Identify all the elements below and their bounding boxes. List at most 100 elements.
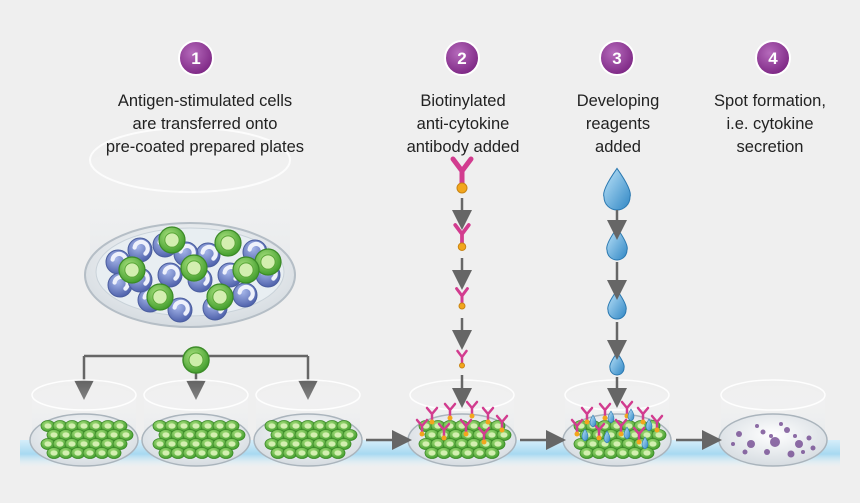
- plate-antibody: [614, 418, 628, 437]
- plate-antibody: [632, 426, 646, 445]
- plate-cell: [318, 447, 334, 459]
- plate-droplet: [641, 436, 649, 450]
- plate-antibody: [425, 406, 439, 425]
- green-cell: [158, 226, 186, 254]
- cytokine-spot: [747, 440, 755, 448]
- droplet-4: [609, 351, 625, 376]
- plate-cell: [76, 438, 92, 450]
- blue-cell: [167, 297, 193, 323]
- cytokine-spot: [801, 450, 805, 454]
- step-number: 2: [457, 49, 466, 68]
- plate-cell: [100, 420, 116, 432]
- plate-cell: [424, 429, 440, 441]
- cytokine-spot: [742, 449, 748, 455]
- plate-cell: [306, 429, 322, 441]
- plate-cell: [282, 447, 298, 459]
- plate-cell: [164, 438, 180, 450]
- plate-cell: [88, 420, 104, 432]
- plate-cell: [224, 420, 240, 432]
- step-badge-3: 3: [599, 40, 635, 76]
- plate-antibody: [580, 406, 594, 425]
- plate-cell: [639, 447, 655, 459]
- droplet-2: [606, 227, 628, 261]
- blue-cell: [157, 262, 183, 288]
- plate-cell: [188, 420, 204, 432]
- plate-cell: [448, 429, 464, 441]
- plate-cell: [484, 447, 500, 459]
- plate-cell: [496, 429, 512, 441]
- plate-cell: [430, 438, 446, 450]
- plate-cell: [330, 429, 346, 441]
- plate-antibody: [415, 418, 429, 437]
- plate-cell: [615, 447, 631, 459]
- plate-cell: [170, 429, 186, 441]
- plate-cell: [484, 429, 500, 441]
- plate-3: [253, 379, 363, 467]
- plate-cell: [336, 420, 352, 432]
- cytokine-spot: [810, 445, 816, 451]
- plate-cell: [152, 420, 168, 432]
- plate-cell: [264, 420, 280, 432]
- selected-cell: [182, 346, 210, 374]
- plate-cell: [112, 438, 128, 450]
- green-cell: [232, 256, 260, 284]
- step-1-caption: Antigen-stimulated cells are transferred…: [105, 92, 305, 156]
- blue-cell: [127, 237, 153, 263]
- antibody-1: [450, 156, 474, 194]
- step-3-caption: Developing reagents added: [576, 92, 660, 156]
- plate-droplet: [581, 428, 589, 442]
- plate-cell: [466, 420, 482, 432]
- step-2-caption: Biotinylated anti-cytokine antibody adde…: [406, 92, 520, 156]
- cytokine-spot: [755, 424, 759, 428]
- plate-cell: [100, 438, 116, 450]
- plate-cell: [218, 447, 234, 459]
- cytokine-spot: [784, 427, 790, 433]
- plate-cell: [200, 438, 216, 450]
- plate-cell: [70, 429, 86, 441]
- antibody-4: [456, 349, 468, 369]
- green-cell: [214, 229, 242, 257]
- cytokine-spot: [806, 435, 812, 441]
- plate-antibody: [570, 418, 584, 437]
- plate-cell: [312, 420, 328, 432]
- cytokine-spot: [769, 434, 773, 438]
- plate-droplet: [589, 414, 597, 428]
- plate-antibody: [481, 406, 495, 425]
- plate-droplet: [623, 426, 631, 440]
- plate-cell: [46, 447, 62, 459]
- plate-cell: [224, 438, 240, 450]
- plate-cell: [164, 420, 180, 432]
- plate-cell: [118, 429, 134, 441]
- step-number: 1: [191, 49, 200, 68]
- plate-cell: [106, 447, 122, 459]
- cytokine-spot: [731, 442, 735, 446]
- blue-cell: [232, 282, 258, 308]
- plate-droplet: [607, 410, 615, 424]
- plate-cell: [651, 429, 667, 441]
- droplet-sequence: [603, 167, 631, 408]
- cytokine-spot: [793, 434, 797, 438]
- plate-cell: [294, 429, 310, 441]
- step-badge-4: 4: [755, 40, 791, 76]
- plate-cell: [609, 438, 625, 450]
- step-badge-1: 1: [178, 40, 214, 76]
- green-cell: [118, 256, 146, 284]
- cytokine-spot: [736, 431, 742, 437]
- cytokine-spot: [795, 440, 803, 448]
- plate-cell: [627, 447, 643, 459]
- cytokine-spot: [787, 450, 795, 458]
- step-number: 3: [612, 49, 621, 68]
- plate-cell: [324, 420, 340, 432]
- plate-cell: [442, 438, 458, 450]
- antibody-3: [455, 287, 469, 310]
- plate-cell: [264, 438, 280, 450]
- plate-cell: [318, 429, 334, 441]
- plate-cell: [212, 420, 228, 432]
- plate-cell: [230, 429, 246, 441]
- cytokine-spot: [764, 449, 770, 455]
- plate-droplet: [603, 430, 611, 444]
- plate-cell: [64, 438, 80, 450]
- green-cell: [254, 248, 282, 276]
